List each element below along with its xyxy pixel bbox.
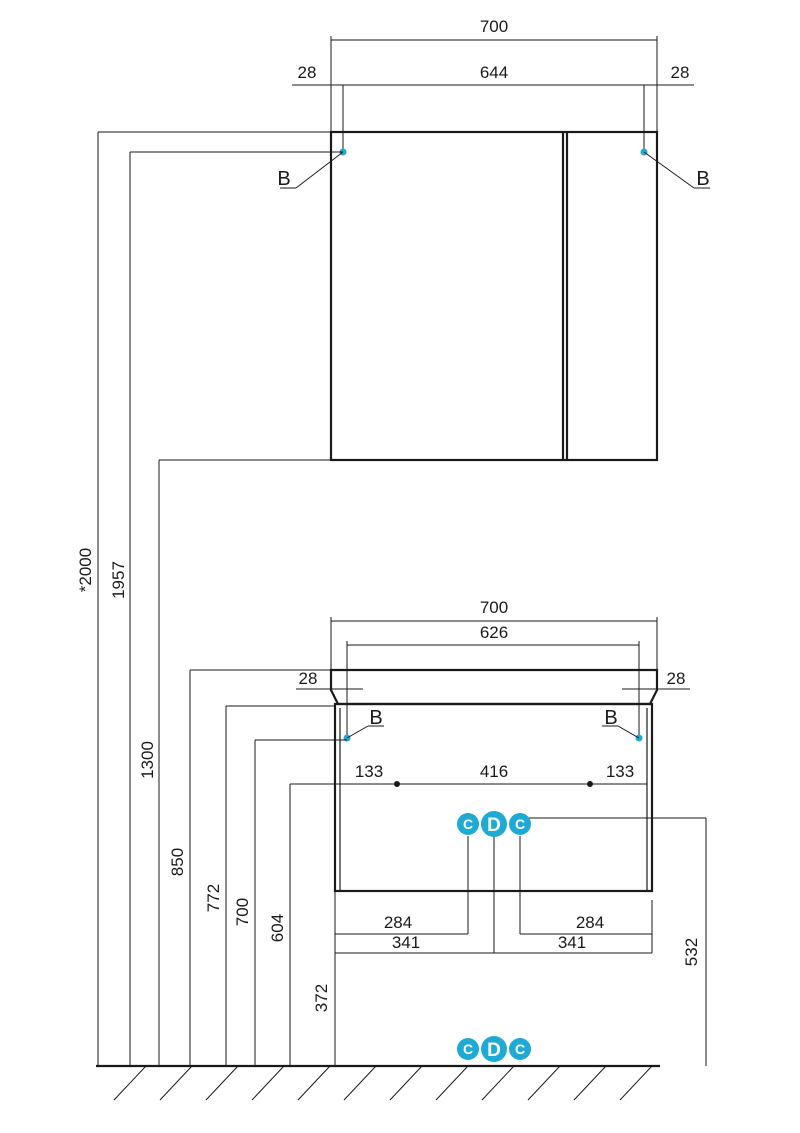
floor-connector-d-icon (481, 1036, 507, 1062)
height-532-label: 532 (682, 938, 701, 966)
mounting-spacing-dimension: 133 416 133 (340, 762, 647, 787)
svg-text:D: D (487, 815, 501, 836)
floor-connector-c-left-icon (457, 1038, 479, 1060)
height-2000-label: *2000 (76, 548, 95, 592)
floor-connector-c-right-icon (509, 1038, 531, 1060)
height-dimensions: *2000 1957 1300 850 772 700 604 372 (76, 131, 347, 1066)
floor (96, 1064, 660, 1101)
cabinet-width-label: 700 (480, 17, 508, 36)
span-right-label: 133 (606, 762, 634, 781)
vanity-point-right-label: B (604, 707, 617, 729)
connector-c-left-icon (457, 813, 479, 835)
span-mid-label: 416 (480, 762, 508, 781)
cabinet-point-right-label: B (696, 168, 709, 190)
basin-top (329, 668, 659, 706)
cabinet-point-left: B (277, 148, 347, 190)
vanity-right-inset-label: 28 (667, 669, 686, 688)
height-850-label: 850 (168, 848, 187, 876)
left-341-label: 341 (392, 933, 420, 952)
right-284-label: 284 (576, 913, 604, 932)
left-284-label: 284 (384, 913, 412, 932)
mirror-cabinet (329, 130, 659, 462)
vanity-point-right: B (602, 707, 643, 742)
height-772-label: 772 (204, 884, 223, 912)
cabinet-outline (329, 130, 659, 462)
height-700-label: 700 (233, 898, 252, 926)
vanity-point-left-label: B (369, 707, 382, 729)
cabinet-point-left-label: B (277, 168, 290, 190)
vanity-inset-dimensions: 28 28 (296, 669, 690, 690)
vanity-left-inset-label: 28 (299, 669, 318, 688)
connector-d-icon (481, 811, 507, 837)
height-604-label: 604 (268, 914, 287, 942)
cabinet-left-inset-label: 28 (298, 63, 317, 82)
span-left-label: 133 (355, 762, 383, 781)
connector-group-floor: C D C (457, 1036, 531, 1062)
vanity-inner-dimension: 626 (346, 623, 640, 738)
cabinet-right-inset-label: 28 (671, 63, 690, 82)
vanity-width-label: 700 (480, 598, 508, 617)
height-372-label: 372 (312, 984, 331, 1012)
cabinet-inner-label: 644 (480, 63, 508, 82)
height-532-dimension: 532 (682, 818, 707, 1066)
vanity-width-dimension: 700 (330, 598, 658, 670)
right-341-label: 341 (558, 933, 586, 952)
cabinet-point-right: B (640, 148, 710, 190)
connector-c-right-icon (509, 813, 531, 835)
svg-text:C: C (463, 1041, 473, 1057)
svg-text:C: C (463, 816, 473, 832)
cabinet-width-dimension: 700 (330, 17, 658, 132)
svg-text:C: C (515, 1041, 525, 1057)
height-1957-label: 1957 (109, 561, 128, 599)
connector-group-upper: C D C (457, 811, 706, 953)
height-1300-label: 1300 (138, 741, 157, 779)
vanity-inner-label: 626 (480, 623, 508, 642)
cabinet-inner-dimension: 28 644 28 (292, 63, 694, 152)
svg-text:C: C (515, 816, 525, 832)
svg-text:D: D (487, 1040, 501, 1061)
vanity-point-left: B (343, 707, 384, 742)
